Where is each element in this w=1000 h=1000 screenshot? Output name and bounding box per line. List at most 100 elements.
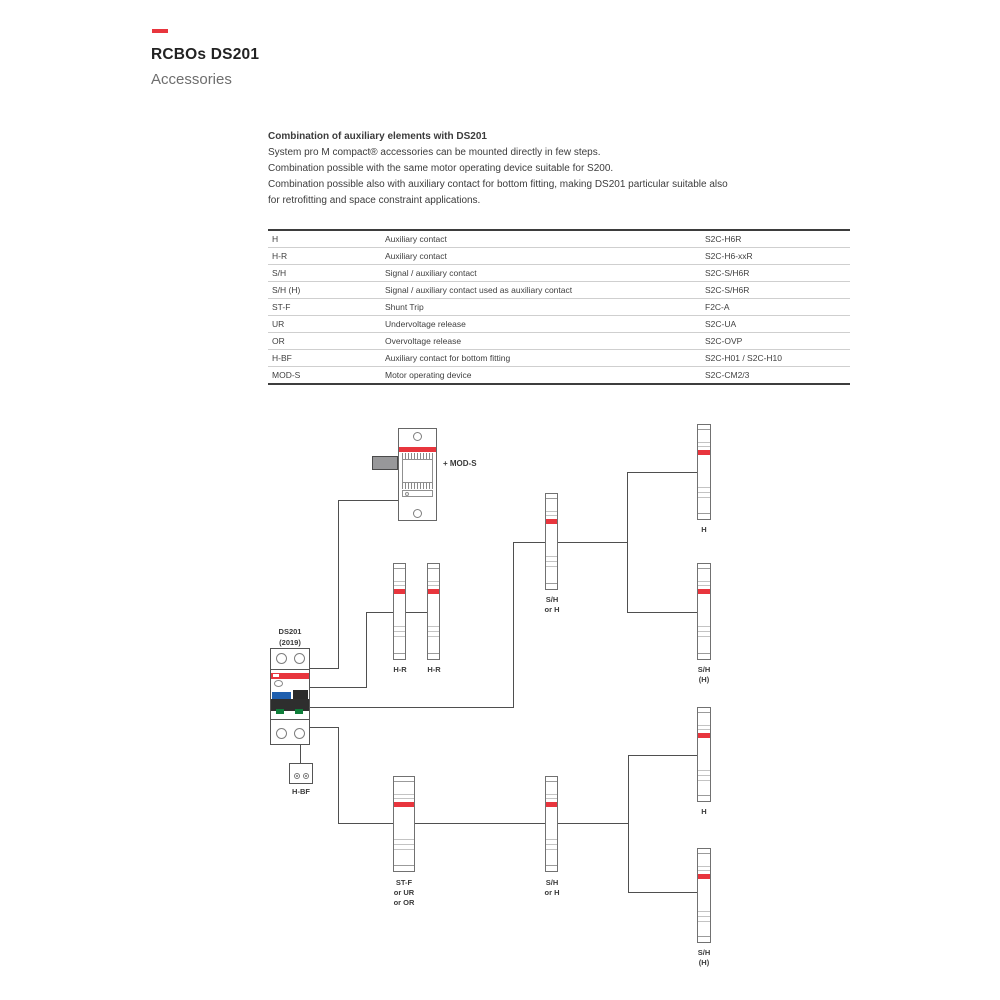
terminal-circle (276, 653, 287, 664)
terminal-circle (276, 728, 287, 739)
red-band-notch (273, 674, 279, 677)
accessory-module-shh-topright (697, 563, 711, 660)
module-label-line: H-BF (292, 787, 310, 796)
intro-line: for retrofitting and space constraint ap… (268, 195, 481, 206)
mod-s-window (402, 459, 433, 483)
module-label-line: H-R (427, 665, 441, 674)
module-label: S/H or H (520, 595, 584, 615)
accessory-module-h-r-2 (427, 563, 440, 660)
terminal-circle (294, 728, 305, 739)
rcbo-red-band (271, 673, 309, 679)
table-cell-description: Auxiliary contact (385, 234, 447, 244)
mod-s-red-band (399, 447, 436, 452)
table-cell-description: Signal / auxiliary contact used as auxil… (385, 285, 573, 295)
page-subtitle: Accessories (151, 71, 232, 88)
terminal-circle (294, 773, 300, 779)
table-cell-description: Shunt Trip (385, 302, 424, 312)
status-green-indicator (276, 709, 284, 714)
wire-device-to-sh-top (310, 707, 514, 708)
accessory-module-stf (393, 776, 415, 872)
terminal-circle (303, 773, 309, 779)
table-cell-code: UR (272, 319, 285, 329)
module-label: H-R (368, 665, 432, 675)
table-cell-type: S2C-H6R (705, 234, 742, 244)
module-label-line: H (701, 807, 707, 816)
table-row: MOD-S Motor operating device S2C-CM2/3 (268, 367, 850, 383)
table-row: H-BF Auxiliary contact for bottom fittin… (268, 350, 850, 367)
table-cell-description: Signal / auxiliary contact (385, 268, 477, 278)
table-cell-description: Motor operating device (385, 370, 472, 380)
module-label-line: S/H (697, 665, 711, 674)
module-label-line: S/H (697, 948, 711, 957)
module-label-line: S/H (545, 878, 559, 887)
table-cell-code: H-BF (272, 353, 292, 363)
device-label: DS201 (2019) (260, 626, 320, 648)
terminal-circle (294, 653, 305, 664)
table-cell-code: H-R (272, 251, 288, 261)
vent-hatch (402, 483, 433, 489)
wire-to-h-bottom (628, 755, 698, 756)
module-label: H (672, 807, 736, 817)
table-cell-description: Auxiliary contact (385, 251, 447, 261)
table-cell-type: F2C-A (705, 302, 730, 312)
vent-hatch (402, 453, 433, 459)
accessory-module-shh-bottomright (697, 848, 711, 943)
table-cell-description: Overvoltage release (385, 336, 462, 346)
device-label-line: DS201 (278, 627, 302, 636)
wire-device-to-bottom (310, 727, 339, 728)
accessory-module-h-r-1 (393, 563, 406, 660)
table-cell-type: S2C-H01 / S2C-H10 (705, 353, 783, 363)
table-cell-type: S2C-CM2/3 (705, 370, 750, 380)
module-label-line: (H) (698, 675, 710, 684)
terminal-dot (305, 775, 307, 777)
wire-branch-top-vert (627, 472, 628, 613)
accessory-module-sh-top (545, 493, 558, 590)
wire-device-to-mods (310, 668, 339, 669)
table-row: S/H (H) Signal / auxiliary contact used … (268, 282, 850, 299)
table-cell-code: S/H (272, 268, 287, 278)
terminal-circle (413, 432, 422, 441)
table-cell-type: S2C-S/H6R (705, 285, 750, 295)
module-label: S/H (H) (672, 948, 736, 968)
page-title: RCBOs DS201 (151, 46, 260, 63)
wire-branch-bottom-vert (628, 755, 629, 893)
table-row: S/H Signal / auxiliary contact S2C-S/H6R (268, 265, 850, 282)
module-label-line: or UR (393, 888, 415, 897)
trip-button-icon (274, 680, 283, 687)
module-label-line: H (701, 525, 707, 534)
mod-s-strip (402, 490, 433, 497)
module-label: H-R (402, 665, 466, 675)
table-cell-code: OR (272, 336, 285, 346)
toggle-blue (272, 692, 291, 701)
accessory-module-h-topright (697, 424, 711, 520)
toggle-black-bar (271, 699, 309, 711)
ds201-rcbo-device (270, 648, 310, 745)
accent-dash (152, 29, 168, 33)
section-divider (271, 669, 309, 670)
module-label-line: S/H (545, 595, 559, 604)
terminal-circle (413, 509, 422, 518)
module-label-line: ST-F (395, 878, 413, 887)
intro-line: Combination possible with the same motor… (268, 163, 614, 174)
wire-bottom-row (338, 823, 629, 824)
accessory-module-sh-bottom (545, 776, 558, 872)
wire-bottom-vert (338, 727, 339, 824)
terminal-dot (296, 775, 298, 777)
wire-hbf-stub (300, 745, 301, 764)
intro-heading: Combination of auxiliary elements with D… (268, 131, 487, 142)
table-cell-type: S2C-UA (705, 319, 737, 329)
wire-mods-feeder-top (338, 500, 398, 501)
mod-s-label: + MOD-S (443, 459, 477, 468)
wire-to-shh-bottom (628, 892, 698, 893)
wire-hr-vert (366, 612, 367, 688)
status-green-indicator (295, 709, 303, 714)
table-row: H Auxiliary contact S2C-H6R (268, 231, 850, 248)
module-label-h-bf: H-BF (269, 787, 333, 797)
wire-device-to-hr (310, 687, 367, 688)
intro-line: Combination possible also with auxiliary… (268, 179, 728, 190)
module-label: H (672, 525, 736, 535)
module-label-line: or OR (393, 898, 415, 907)
table-row: ST-F Shunt Trip F2C-A (268, 299, 850, 316)
wire-sh-top-row (513, 542, 628, 543)
table-cell-code: S/H (H) (272, 285, 301, 295)
